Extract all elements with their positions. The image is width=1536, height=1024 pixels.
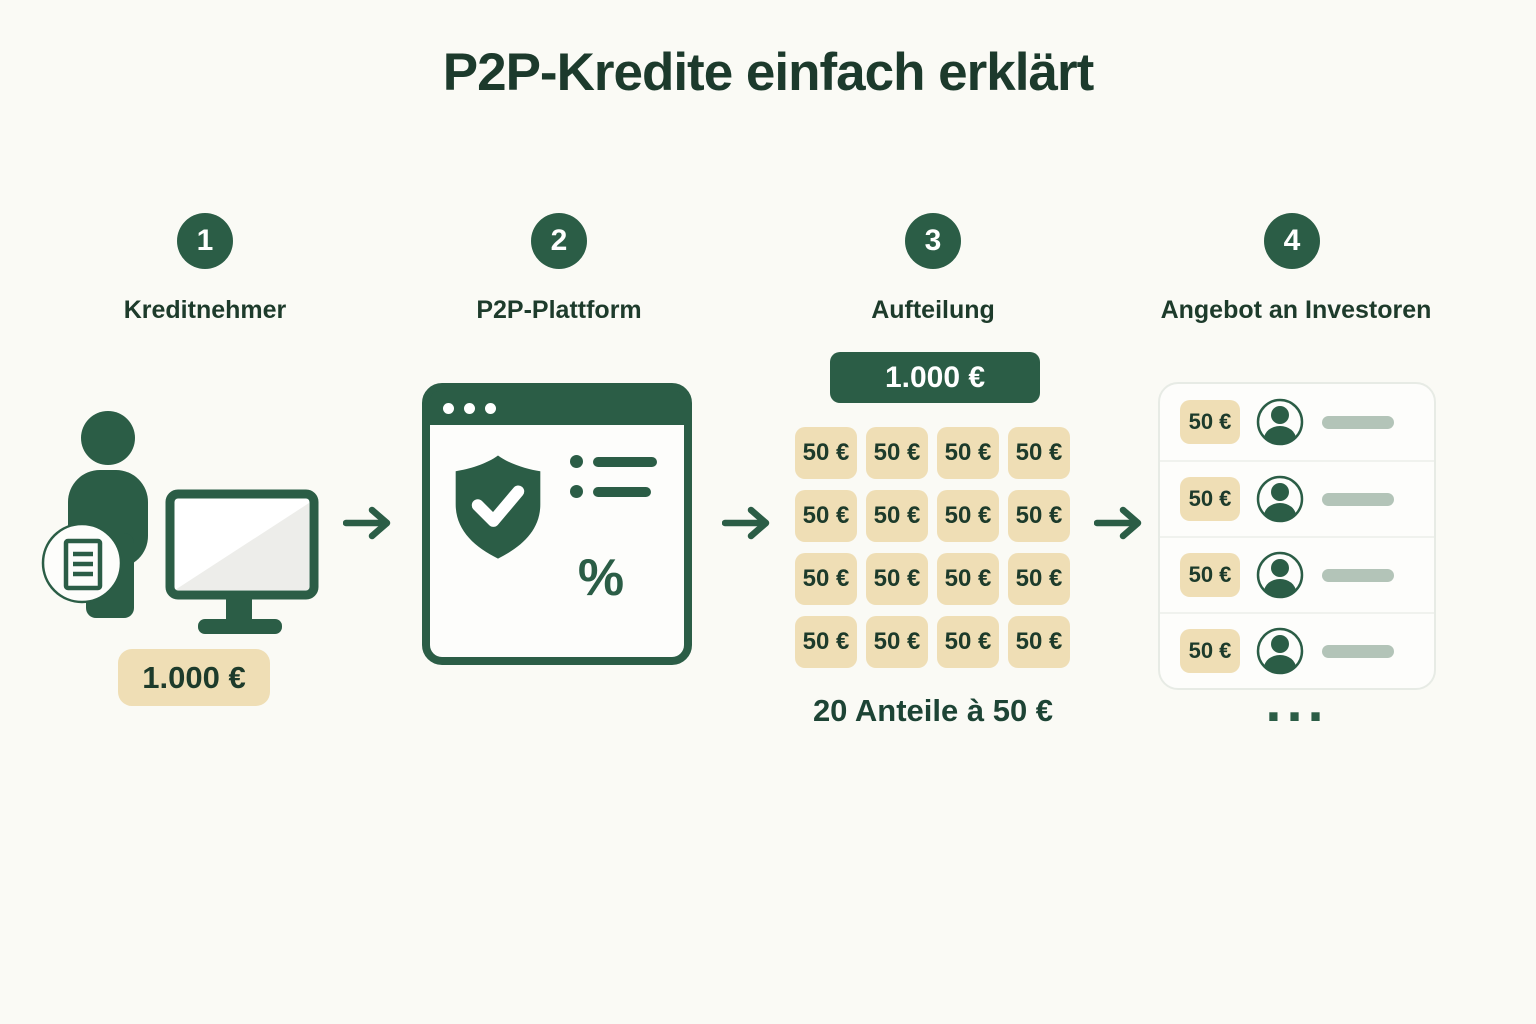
money-chip: 50 € xyxy=(795,490,857,542)
money-chip: 50 € xyxy=(937,490,999,542)
money-chip: 50 € xyxy=(866,553,928,605)
money-chip: 50 € xyxy=(795,553,857,605)
money-chip: 50 € xyxy=(1180,553,1240,597)
money-chip: 50 € xyxy=(937,553,999,605)
percent-symbol: % xyxy=(577,549,625,607)
money-chip: 50 € xyxy=(795,616,857,668)
investor-card: 50 € 50 € xyxy=(1158,382,1436,690)
money-chip: 50 € xyxy=(1180,477,1240,521)
step-2-number-badge: 2 xyxy=(531,213,587,269)
ellipsis-dots: ... xyxy=(1265,669,1329,734)
step-3-label: Aufteilung xyxy=(871,296,995,324)
step-2-label: P2P-Plattform xyxy=(476,296,642,324)
placeholder-line xyxy=(1322,644,1394,658)
money-chip: 50 € xyxy=(937,427,999,479)
avatar-icon xyxy=(1256,627,1304,675)
avatar-icon xyxy=(1256,551,1304,599)
total-amount-badge: 1.000 € xyxy=(830,352,1040,403)
shield-check-icon xyxy=(455,455,541,559)
investor-row: 50 € xyxy=(1160,460,1434,536)
money-chip: 50 € xyxy=(1180,629,1240,673)
money-chip: 50 € xyxy=(866,490,928,542)
window-control-dot xyxy=(485,402,496,414)
browser-window-icon: % xyxy=(422,383,692,665)
step-1-label: Kreditnehmer xyxy=(123,296,287,324)
list-line xyxy=(593,457,657,467)
avatar-icon xyxy=(1256,398,1304,446)
browser-header-bar xyxy=(430,391,684,425)
money-chip: 50 € xyxy=(1008,616,1070,668)
share-chip-grid: 50 € 50 € 50 € 50 € 50 € 50 € 50 € 50 € … xyxy=(795,427,1070,668)
browser-content: % xyxy=(430,425,684,631)
monitor-icon xyxy=(165,489,319,634)
arrow-right-icon xyxy=(722,506,770,540)
investor-row: 50 € xyxy=(1160,612,1434,688)
money-chip: 50 € xyxy=(1008,427,1070,479)
investor-row: 50 € xyxy=(1160,536,1434,612)
document-badge-icon xyxy=(41,522,123,604)
money-chip: 50 € xyxy=(866,616,928,668)
window-control-dot xyxy=(443,402,454,414)
placeholder-line xyxy=(1322,492,1394,506)
step-4-label: Angebot an Investoren xyxy=(1160,296,1432,324)
borrower-amount-badge: 1.000 € xyxy=(118,649,270,706)
arrow-right-icon xyxy=(343,506,391,540)
arrow-right-icon xyxy=(1094,506,1142,540)
money-chip: 50 € xyxy=(1180,400,1240,444)
page-title: P2P-Kredite einfach erklärt xyxy=(442,43,1094,102)
money-chip: 50 € xyxy=(1008,553,1070,605)
borrower-graphic xyxy=(41,411,319,634)
step-1-number-badge: 1 xyxy=(177,213,233,269)
money-chip: 50 € xyxy=(866,427,928,479)
window-control-dot xyxy=(464,402,475,414)
list-icon xyxy=(570,455,583,468)
investor-row: 50 € xyxy=(1160,384,1434,460)
step-4-number-badge: 4 xyxy=(1264,213,1320,269)
list-line xyxy=(593,487,651,497)
step-3-number-badge: 3 xyxy=(905,213,961,269)
placeholder-line xyxy=(1322,568,1394,582)
shares-caption: 20 Anteile à 50 € xyxy=(812,693,1054,728)
money-chip: 50 € xyxy=(1008,490,1070,542)
money-chip: 50 € xyxy=(937,616,999,668)
placeholder-line xyxy=(1322,415,1394,429)
money-chip: 50 € xyxy=(795,427,857,479)
list-icon xyxy=(570,485,583,498)
avatar-icon xyxy=(1256,475,1304,523)
